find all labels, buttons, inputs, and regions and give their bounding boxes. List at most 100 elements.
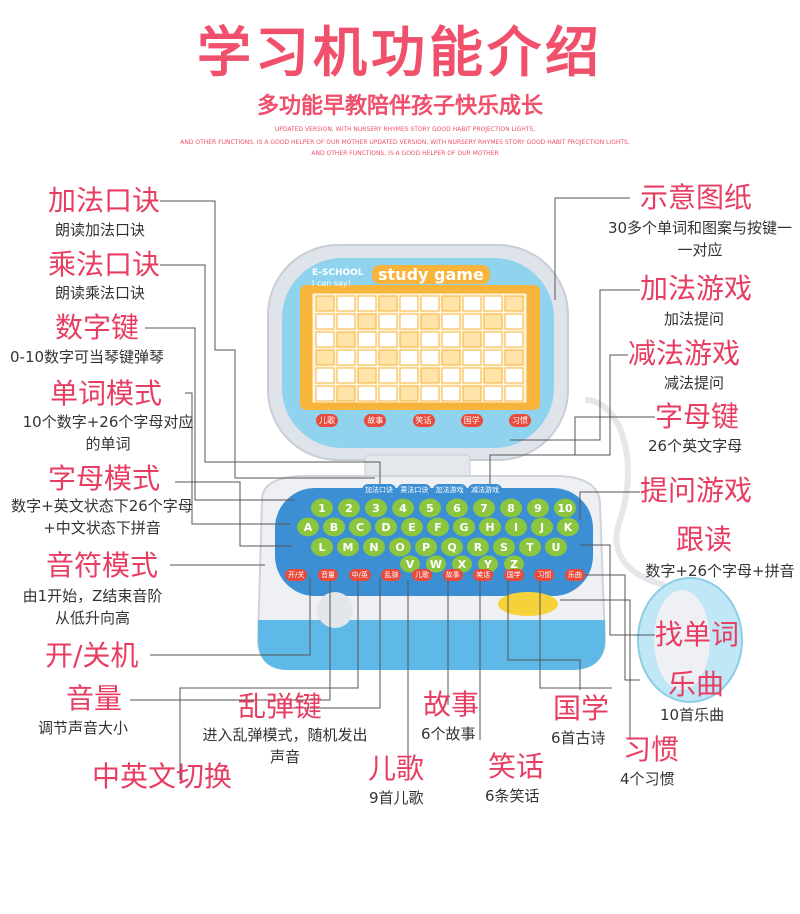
number-key-2[interactable]: 2 [338,498,360,518]
letter-key-G[interactable]: G [453,517,475,537]
letter-key-T[interactable]: T [519,537,541,557]
screen-word-cell [462,367,482,384]
bottom-key-6[interactable]: 笑话 [473,569,494,581]
pen-slot [498,592,558,616]
letter-key-I[interactable]: I [505,517,527,537]
letter-key-U[interactable]: U [545,537,567,557]
label-language-switch: 中英文切换 [92,760,233,793]
letter-key-R[interactable]: R [467,537,489,557]
desc-number-keys: 0-10数字可当琴键弹琴 [10,348,165,366]
screen-word-cell [420,331,440,348]
number-key-10[interactable]: 10 [554,498,576,518]
svg-text:2: 2 [345,502,353,515]
screen-word-cell [357,349,377,366]
bottom-key-1[interactable]: 音量 [317,569,338,581]
screen-word-cell [399,367,419,384]
screen-tab-4[interactable]: 习惯 [509,414,531,427]
letter-key-Y[interactable]: Y [478,555,498,573]
bottom-key-7[interactable]: 国学 [503,569,524,581]
label-quiz-game: 提问游戏 [640,474,753,507]
letter-key-A[interactable]: A [297,517,319,537]
desc-story: 6个故事 [421,725,476,743]
screen-word-cell [378,331,398,348]
number-key-1[interactable]: 1 [311,498,333,518]
label-note-mode: 音符模式 [46,549,159,582]
screen-word-cell [483,313,503,330]
screen-word-cell [315,331,335,348]
letter-key-X[interactable]: X [452,555,472,573]
screen-word-cell [336,313,356,330]
letter-key-B[interactable]: B [323,517,345,537]
screen-word-cell [483,367,503,384]
number-key-4[interactable]: 4 [392,498,414,518]
letter-key-C[interactable]: C [349,517,371,537]
top-key-0[interactable]: 加法口诀 [362,484,396,496]
screen-tab-1[interactable]: 故事 [364,414,387,427]
screen-word-cell [441,295,461,312]
screen-word-cell [357,385,377,402]
screen-word-cell [399,385,419,402]
svg-text:S: S [500,541,508,554]
bottom-key-5[interactable]: 故事 [442,569,463,581]
screen-tab-3[interactable]: 国学 [460,414,483,427]
bottom-key-4[interactable]: 儿歌 [412,569,433,581]
svg-text:H: H [485,521,494,534]
desc-letter-mode: 数字+英文状态下26个字母+中文状态下拼音 [11,497,193,537]
label-number-keys: 数字键 [55,311,140,344]
number-key-6[interactable]: 6 [446,498,468,518]
letter-key-L[interactable]: L [311,537,333,557]
top-key-1[interactable]: 乘法口诀 [397,484,432,496]
letter-key-H[interactable]: H [479,517,501,537]
screen-word-cell [399,295,419,312]
screen-tab-0[interactable]: 儿歌 [316,414,338,427]
bottom-key-3[interactable]: 乱弹 [381,569,402,581]
letter-key-J[interactable]: J [531,517,553,537]
number-key-5[interactable]: 5 [419,498,441,518]
letter-key-K[interactable]: K [557,517,579,537]
svg-text:10: 10 [557,502,573,515]
letter-key-Q[interactable]: Q [441,537,463,557]
letter-key-W[interactable]: W [426,555,446,573]
bottom-key-0[interactable]: 开/关 [285,569,308,581]
top-key-2[interactable]: 加法游戏 [432,484,467,496]
fine-print-3: AND OTHER FUNCTIONS, IS A GOOD HELPER OF… [311,150,499,157]
screen-word-cell [357,331,377,348]
letter-key-D[interactable]: D [375,517,397,537]
letter-key-M[interactable]: M [337,537,359,557]
screen-word-cell [420,385,440,402]
svg-text:Q: Q [447,541,456,554]
letter-key-P[interactable]: P [415,537,437,557]
number-key-9[interactable]: 9 [527,498,549,518]
svg-text:B: B [330,521,338,534]
number-key-8[interactable]: 8 [500,498,522,518]
letter-key-O[interactable]: O [389,537,411,557]
screen-word-cell [420,295,440,312]
label-story: 故事 [423,688,480,721]
svg-text:8: 8 [507,502,515,515]
desc-subtract-game: 减法提问 [664,374,725,392]
letter-key-S[interactable]: S [493,537,515,557]
desc-diagram: 30多个单词和图案与按键一一对应 [607,219,793,259]
screen-word-cell [399,313,419,330]
svg-text:I: I [514,521,518,534]
screen-tab-2[interactable]: 笑话 [412,414,435,427]
letter-key-E[interactable]: E [401,517,423,537]
desc-word-mode: 10个数字+26个字母对应的单词 [22,413,194,453]
screen-title: study game [372,265,490,284]
letter-key-V[interactable]: V [400,555,420,573]
number-key-3[interactable]: 3 [365,498,387,518]
number-key-7[interactable]: 7 [473,498,495,518]
svg-text:T: T [526,541,534,554]
mouse-top [654,590,710,690]
screen-word-cell [315,385,335,402]
letter-key-N[interactable]: N [363,537,385,557]
bottom-key-2[interactable]: 中/英 [348,569,371,581]
screen-word-cell [315,367,335,384]
letter-key-Z[interactable]: Z [504,555,524,573]
top-key-3[interactable]: 减法游戏 [467,484,502,496]
screen-word-cell [441,313,461,330]
bottom-key-8[interactable]: 习惯 [534,569,555,581]
letter-key-F[interactable]: F [427,517,449,537]
bottom-key-9[interactable]: 乐曲 [564,569,585,581]
screen-word-cell [336,331,356,348]
